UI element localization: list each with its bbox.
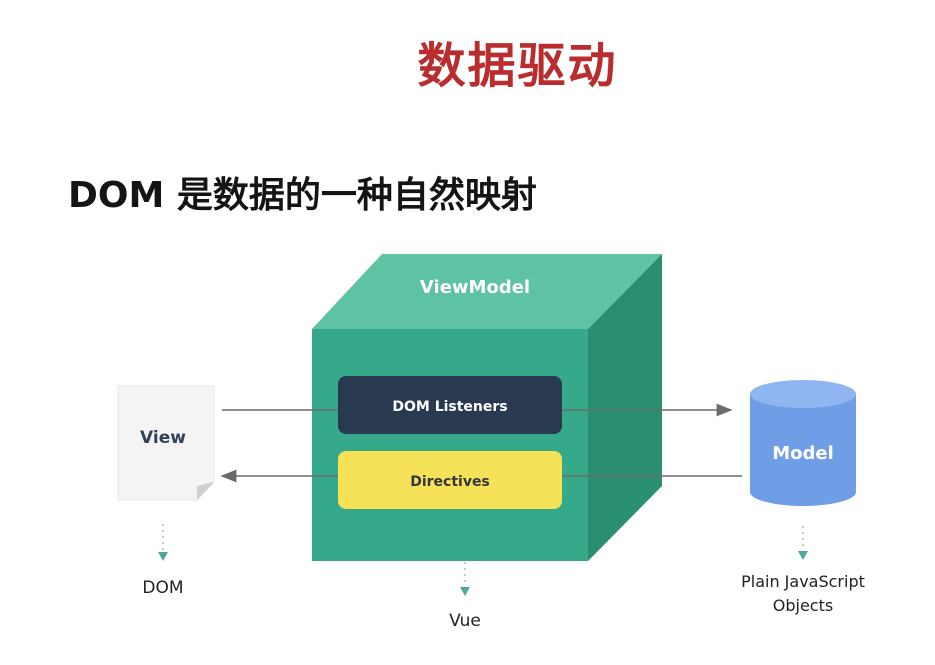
model-label: Model [772,443,834,464]
plain-js-caption-line1: Plain JavaScript [741,572,865,591]
slide-title: 数据驱动 [417,38,618,94]
view-label: View [140,428,186,448]
viewmodel-label: ViewModel [420,277,530,298]
plain-js-caption-line2: Objects [773,596,833,615]
dom-listeners-box: DOM Listeners [338,376,562,434]
slide-subtitle: DOM 是数据的一种自然映射 [68,175,537,216]
vue-connector [460,562,470,596]
viewmodel-cube: ViewModel [312,254,662,561]
model-cylinder: Model [750,380,856,506]
directives-box: Directives [338,451,562,509]
dom-caption: DOM [142,578,183,598]
view-card: View [117,385,215,501]
dom-listeners-label: DOM Listeners [392,399,507,415]
directives-label: Directives [410,474,490,490]
model-connector [798,526,808,560]
dom-connector [158,524,168,561]
vue-caption: Vue [449,611,481,631]
